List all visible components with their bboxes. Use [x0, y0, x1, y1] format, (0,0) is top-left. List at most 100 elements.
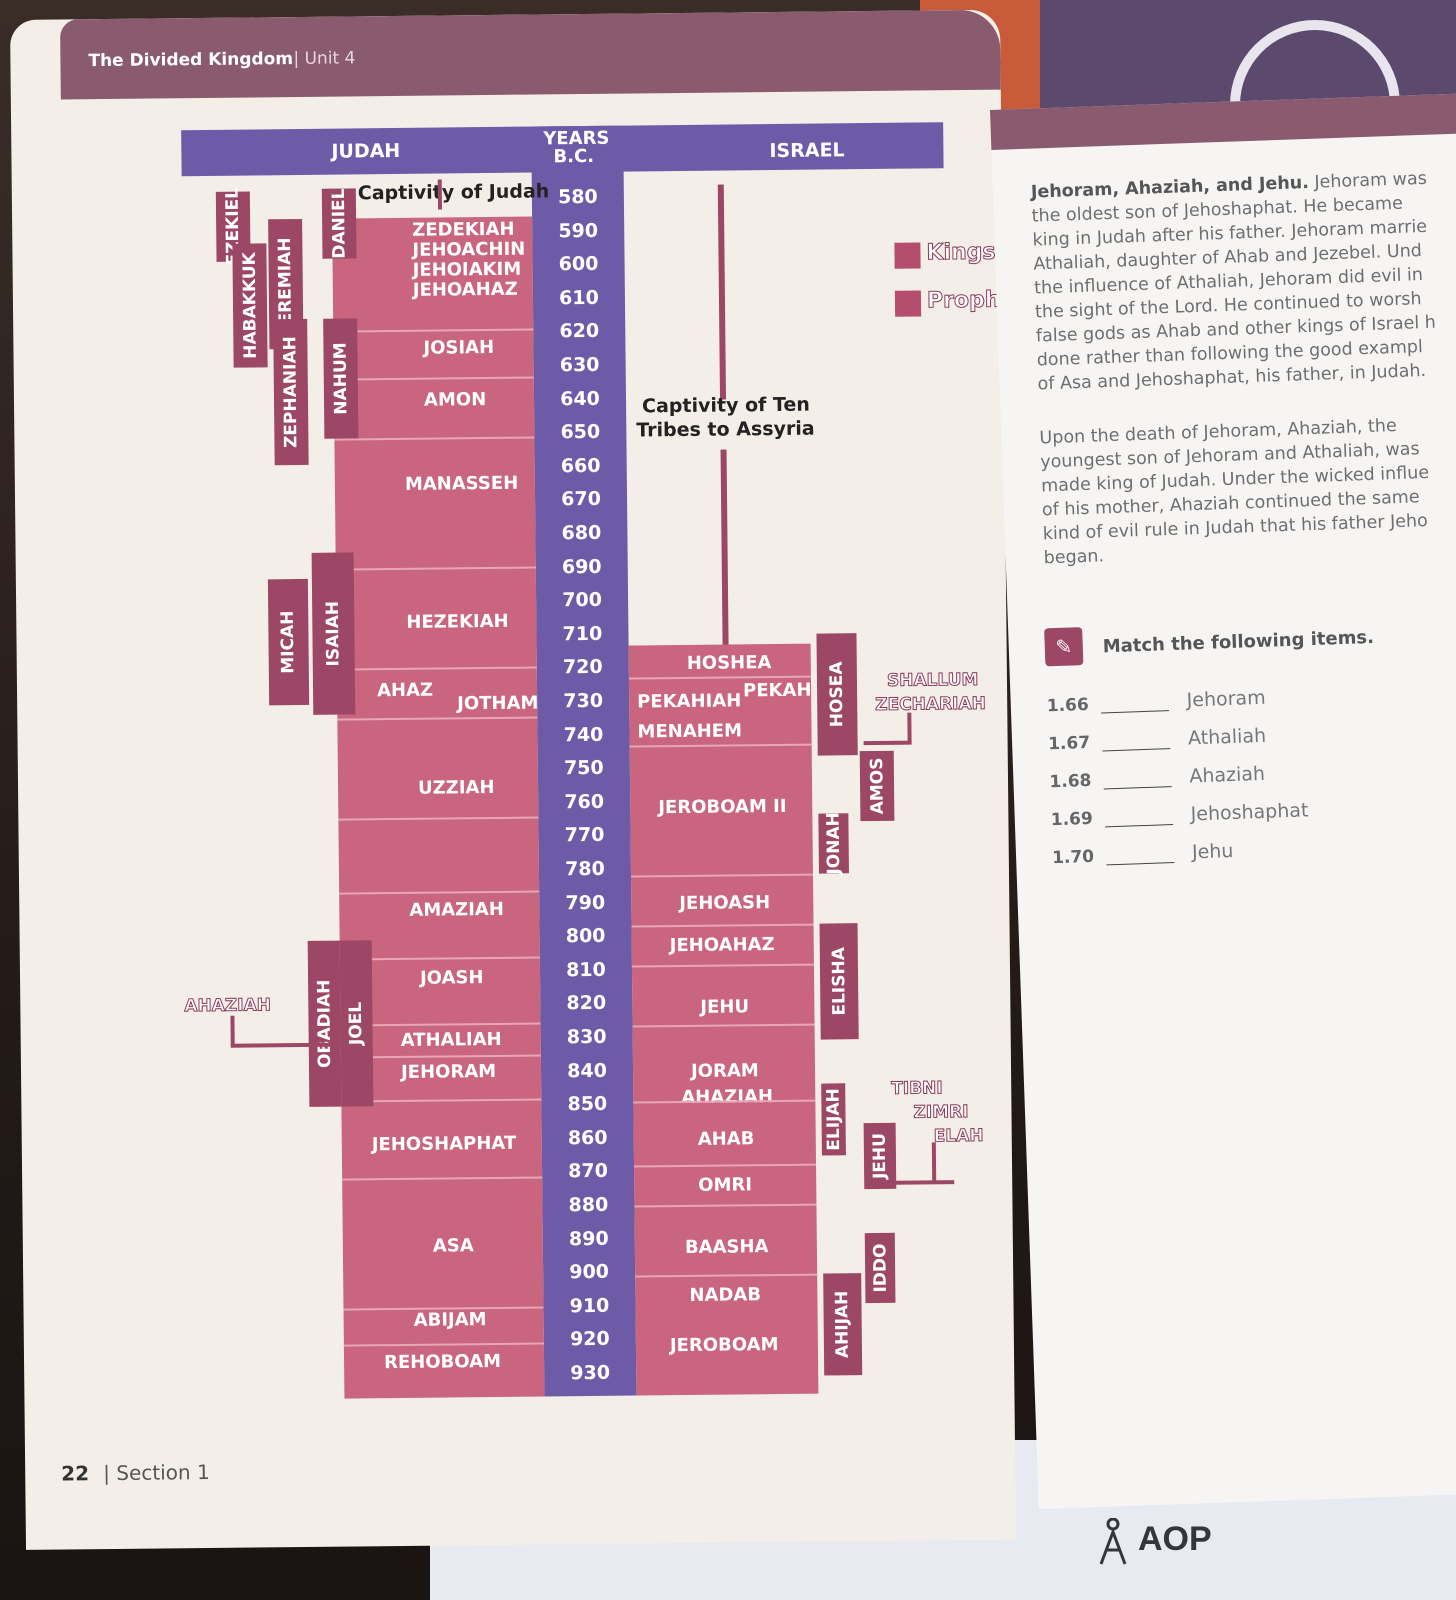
year-label: 820	[566, 992, 607, 1015]
prophet-block: OBADIAH	[307, 940, 342, 1107]
right-page: Jehoram, Ahaziah, and Jehu. Jehoram was …	[990, 93, 1456, 1510]
prophet-block: MICAH	[267, 578, 310, 706]
israel-king-label: PEKAHIAH	[637, 690, 742, 713]
year-label: 670	[561, 488, 601, 511]
israel-king-label: JORAM	[690, 1060, 759, 1082]
prophet-block: JEHU	[863, 1122, 897, 1190]
prophet-block: ZEPHANIAH	[273, 318, 309, 466]
captivity-israel-label-1: Captivity of Ten	[641, 393, 810, 418]
judah-king-label: JEHORAM	[400, 1060, 497, 1083]
kings-legend-swatch	[894, 242, 921, 269]
judah-king-label: JOSIAH	[423, 336, 495, 359]
israel-king-label: JEHOAHAZ	[669, 934, 775, 957]
year-label: 590	[558, 219, 599, 242]
item-number: 1.70	[1051, 846, 1095, 869]
pencil-icon: ✎	[1044, 627, 1084, 667]
israel-king-label: AHAB	[697, 1128, 755, 1150]
year-label: 920	[569, 1328, 610, 1351]
israel-king-label: JEHU	[700, 996, 750, 1018]
year-label: 730	[563, 689, 604, 713]
prophet-name: HABAKKUK	[239, 252, 261, 359]
minor-king-label: ZIMRI	[913, 1102, 969, 1124]
year-label: 770	[564, 824, 605, 847]
judah-king-label: AHAZ	[376, 679, 434, 702]
year-label: 890	[568, 1227, 609, 1250]
minor-king-label: TIBNI	[891, 1078, 944, 1100]
israel-captivity-line-bottom	[720, 449, 729, 645]
item-text: Jehoshaphat	[1190, 799, 1309, 826]
page-number: 22	[61, 1461, 90, 1486]
year-label: 690	[561, 555, 602, 578]
judah-king-label: HEZEKIAH	[406, 610, 509, 633]
prophet-name: MICAH	[278, 610, 299, 674]
israel-king-label: NADAB	[689, 1284, 762, 1306]
prophet-name: HOSEA	[826, 661, 848, 728]
prophet-block: ELISHA	[819, 923, 859, 1040]
prophet-name: DANIEL	[328, 188, 350, 259]
judah-king-label: JEHOAHAZ	[412, 278, 518, 301]
paragraph-2: Upon the death of Jehoram, Ahaziah, the …	[1039, 412, 1456, 571]
prophet-name: JEHU	[869, 1132, 891, 1180]
year-label: 710	[562, 622, 603, 646]
year-label: 780	[564, 857, 605, 881]
judah-king-label: AMON	[423, 389, 487, 411]
israel-kings-block	[628, 643, 819, 1396]
israel-king-label: HOSHEA	[686, 652, 772, 674]
judah-king-label: MANASSEH	[404, 472, 519, 495]
year-label: 740	[563, 723, 604, 746]
year-label: 800	[565, 925, 606, 948]
judah-king-label: UZZIAH	[417, 776, 495, 799]
year-label: 930	[570, 1361, 611, 1385]
shallum-connector	[907, 712, 912, 743]
prophet-block: NAHUM	[323, 318, 359, 439]
prophet-name: AHIJAH	[832, 1290, 854, 1359]
item-text: Athaliah	[1187, 724, 1267, 750]
p2-line-5: began.	[1043, 546, 1105, 569]
prophet-block: AMOS	[859, 750, 895, 822]
answer-blank	[1105, 824, 1174, 828]
year-label: 700	[562, 589, 603, 612]
prophet-name: JEREMIAH	[275, 237, 297, 331]
year-label: 630	[559, 353, 600, 377]
prophet-name: IDDO	[869, 1243, 891, 1293]
zimri-connector-h	[894, 1180, 955, 1185]
year-label: 600	[558, 253, 599, 276]
section-label: | Section 1	[103, 1459, 210, 1486]
captivity-israel-label-2: Tribes to Assyria	[636, 417, 815, 442]
israel-king-label: JEROBOAM	[669, 1334, 779, 1357]
item-text: Jehoram	[1186, 686, 1267, 712]
judah-header: JUDAH	[331, 139, 401, 163]
page-title: The Divided Kingdom	[88, 49, 294, 72]
judah-king-label: JOASH	[419, 967, 484, 989]
prophet-name: OBADIAH	[314, 979, 335, 1069]
item-number: 1.66	[1046, 694, 1090, 717]
judah-king-label: ASA	[432, 1235, 474, 1257]
ahaziah-connector	[230, 1015, 235, 1046]
left-page: The Divided Kingdom | Unit 4 JUDAH YEARS…	[10, 9, 1016, 1550]
israel-king-label: OMRI	[698, 1174, 753, 1196]
unit-label: | Unit 4	[293, 48, 356, 70]
year-label: 860	[567, 1126, 608, 1150]
years-header-bc: B.C.	[553, 145, 595, 168]
year-label: 900	[569, 1260, 610, 1284]
year-label: 850	[567, 1092, 608, 1116]
shallum-connector-h	[863, 740, 912, 746]
year-label: 720	[562, 656, 603, 679]
year-label: 660	[560, 454, 601, 478]
israel-captivity-line-top	[717, 184, 727, 400]
israel-king-label: BAASHA	[684, 1236, 769, 1258]
year-label: 870	[568, 1160, 609, 1183]
prophet-name: ISAIAH	[323, 600, 344, 667]
year-label: 790	[565, 891, 606, 914]
captivity-judah-marker	[437, 179, 443, 210]
israel-king-label: AHAZIAH	[681, 1086, 774, 1109]
section-text: Section 1	[116, 1459, 210, 1485]
year-label: 750	[563, 757, 604, 780]
year-label: 760	[564, 790, 605, 814]
p1-line-0: Jehoram was	[1308, 168, 1428, 193]
minor-king-label: SHALLUM	[886, 669, 979, 691]
prophet-name: ELISHA	[828, 947, 850, 1016]
year-label: 620	[559, 320, 600, 343]
prophet-block: HABAKKUK	[232, 243, 268, 368]
